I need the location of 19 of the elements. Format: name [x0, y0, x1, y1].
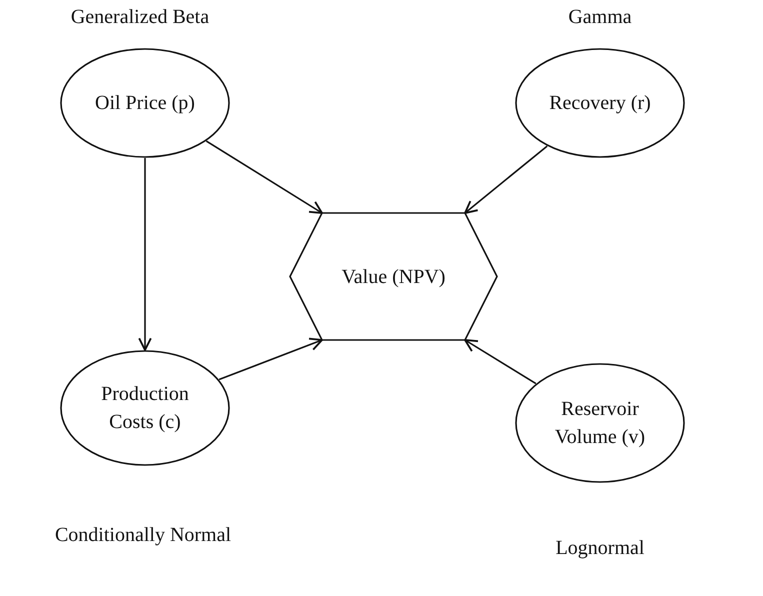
variable-ellipse [515, 363, 685, 483]
arrow [218, 338, 323, 380]
node-label: Oil Price (p) [94, 91, 196, 116]
distribution-label: Generalized Beta [70, 5, 210, 30]
variable-ellipse [60, 350, 230, 466]
distribution-label: Gamma [567, 5, 633, 30]
arrow [464, 339, 536, 384]
distribution-label: Lognormal [554, 536, 646, 561]
node-label: Value (NPV) [340, 264, 446, 290]
distribution-label: Conditionally Normal [54, 523, 232, 548]
variable-ellipse [515, 48, 685, 158]
node-label: Production Costs (c) [100, 382, 190, 435]
variable-ellipse [60, 48, 230, 158]
node-label: Recovery (r) [548, 91, 652, 116]
arrow [464, 145, 548, 214]
arrow [138, 158, 152, 351]
arrow [206, 140, 323, 214]
value-hexagon [290, 213, 497, 340]
node-label: Reservoir Volume (v) [554, 397, 646, 450]
